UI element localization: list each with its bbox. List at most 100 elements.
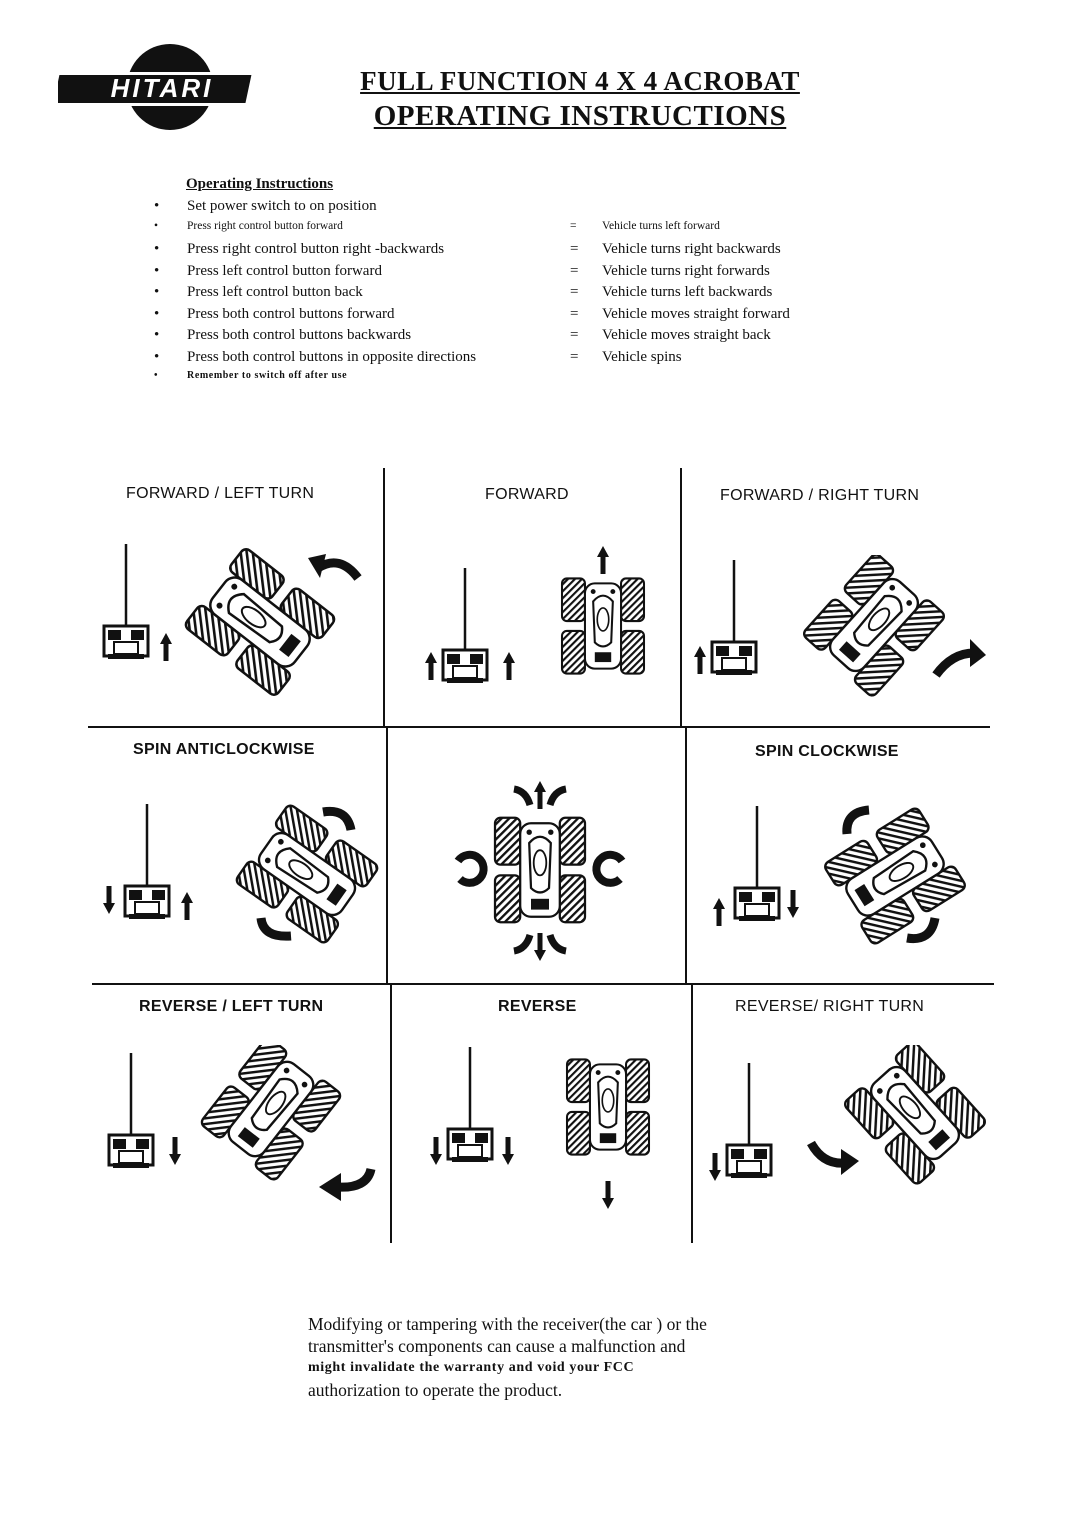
svg-text:HITARI: HITARI xyxy=(111,73,214,103)
illustration-reverse-right-turn xyxy=(709,1045,989,1187)
bullet: • xyxy=(154,262,160,279)
equals-sign: = xyxy=(570,305,579,322)
curved-arrow-icon xyxy=(906,917,940,944)
equals-sign: = xyxy=(570,262,579,279)
hitari-logo: HITARI xyxy=(58,44,257,130)
car-icon xyxy=(841,1045,989,1187)
transmitter-icon xyxy=(733,804,781,923)
transmitter-icon xyxy=(710,558,758,677)
title-line-1: FULL FUNCTION 4 X 4 ACROBAT xyxy=(360,66,800,96)
curved-arrow-icon xyxy=(513,933,534,955)
label-forward: FORWARD xyxy=(485,486,569,503)
label-reverse-right-turn: REVERSE/ RIGHT TURN xyxy=(735,998,925,1015)
arrow-up-icon xyxy=(503,652,515,680)
instruction-result: Vehicle turns left backwards xyxy=(602,284,773,300)
rotate-icon xyxy=(592,850,626,887)
arrow-down-icon xyxy=(103,886,115,914)
grid-divider xyxy=(390,983,392,1243)
illustration-forward-left-turn xyxy=(102,542,362,699)
instruction-action: Press right control button right -backwa… xyxy=(187,241,445,257)
car-icon xyxy=(233,802,380,946)
grid-divider xyxy=(383,468,385,726)
label-forward-right-turn: FORWARD / RIGHT TURN xyxy=(720,487,920,504)
car-icon xyxy=(800,555,948,699)
car-icon xyxy=(198,1045,344,1183)
curved-arrow-icon xyxy=(322,806,356,832)
instruction-action: Press left control button back xyxy=(187,284,363,300)
grid-divider xyxy=(386,726,388,984)
warning-line: might invalidate the warranty and void y… xyxy=(308,1360,635,1375)
bullet: • xyxy=(154,241,160,257)
curved-arrow-icon xyxy=(842,805,870,835)
equals-sign: = xyxy=(570,348,579,365)
arrowhead xyxy=(319,1173,341,1201)
list-item: • Set power switch to on position xyxy=(150,198,870,220)
transmitter-icon xyxy=(123,802,171,921)
arrow-down-icon xyxy=(534,933,546,961)
arrow-up-icon xyxy=(694,646,706,674)
curved-arrow-icon xyxy=(807,1140,846,1168)
warning-text: Modifying or tampering with the receiver… xyxy=(308,1313,828,1401)
illustration-forward xyxy=(425,546,646,685)
instruction-action: Press both control buttons in opposite d… xyxy=(187,348,477,365)
bullet: • xyxy=(154,198,160,214)
arrow-down-icon xyxy=(709,1153,721,1181)
list-item: • Press right control button right -back… xyxy=(150,241,870,263)
label-spin-clockwise: SPIN CLOCKWISE xyxy=(755,743,899,760)
equals-sign: = xyxy=(570,327,579,343)
bullet: • xyxy=(154,219,159,232)
equals-sign: = xyxy=(570,241,579,257)
arrowhead xyxy=(308,554,326,578)
car-icon xyxy=(182,545,338,699)
curved-arrow-icon xyxy=(546,933,567,955)
label-reverse: REVERSE xyxy=(498,998,577,1015)
arrow-up-icon xyxy=(425,652,437,680)
arrow-up-icon xyxy=(181,892,193,920)
instruction-action: Remember to switch off after use xyxy=(187,370,348,381)
bullet: • xyxy=(154,370,159,381)
instruction-result: Vehicle moves straight forward xyxy=(602,305,790,322)
transmitter-icon xyxy=(725,1061,773,1180)
transmitter-icon xyxy=(107,1051,155,1170)
curved-arrow-icon xyxy=(256,917,292,941)
list-item: • Remember to switch off after use xyxy=(150,370,870,392)
list-item: • Press left control button forward = Ve… xyxy=(150,263,870,285)
grid-divider xyxy=(680,468,682,726)
illustration-spin-center xyxy=(454,781,626,961)
list-item: • Press both control buttons backwards =… xyxy=(150,327,870,349)
grid-divider xyxy=(685,726,687,984)
arrow-down-icon xyxy=(787,890,799,918)
grid-divider xyxy=(691,983,693,1243)
illustration-reverse-left-turn xyxy=(107,1045,376,1201)
instruction-action: Set power switch to on position xyxy=(187,198,377,214)
arrow-up-icon xyxy=(713,898,725,926)
illustration-spin-clockwise xyxy=(713,804,969,947)
list-item: • Press both control buttons forward = V… xyxy=(150,306,870,328)
arrowhead xyxy=(970,639,986,667)
illustration-spin-anticlockwise xyxy=(103,802,380,946)
grid-divider xyxy=(88,726,990,728)
arrow-up-icon xyxy=(597,546,609,574)
illustration-reverse xyxy=(430,1045,651,1209)
instruction-action: Press both control buttons forward xyxy=(187,305,395,322)
instruction-result: Vehicle turns right forwards xyxy=(602,262,770,279)
list-item: • Press right control button forward = V… xyxy=(150,220,870,242)
curved-arrow-icon xyxy=(336,1167,376,1192)
curved-arrow-icon xyxy=(513,785,534,807)
car-icon xyxy=(560,577,646,675)
bullet: • xyxy=(154,348,160,365)
arrow-down-icon xyxy=(602,1181,614,1209)
transmitter-icon xyxy=(441,566,489,685)
label-reverse-left-turn: REVERSE / LEFT TURN xyxy=(139,998,324,1015)
warning-line: transmitter's components can cause a mal… xyxy=(308,1336,686,1356)
grid-divider xyxy=(92,983,994,985)
illustration-forward-right-turn xyxy=(694,555,986,699)
car-icon xyxy=(565,1058,651,1156)
instruction-action: Press right control button forward xyxy=(187,219,343,232)
bullet: • xyxy=(154,305,160,322)
label-spin-anticlockwise: SPIN ANTICLOCKWISE xyxy=(133,741,315,758)
instructions-list: • Set power switch to on position • Pres… xyxy=(150,198,870,392)
curved-arrow-icon xyxy=(546,785,567,807)
arrow-up-icon xyxy=(534,781,546,809)
arrow-down-icon xyxy=(430,1137,442,1165)
